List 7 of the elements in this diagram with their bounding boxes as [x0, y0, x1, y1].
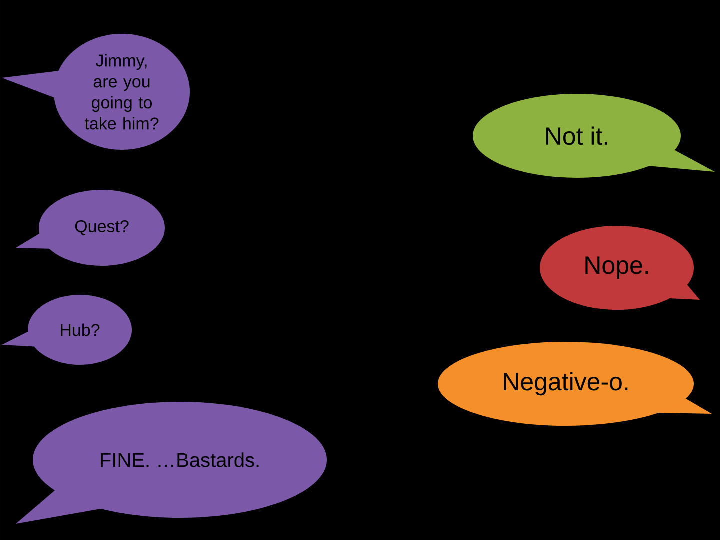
- speech-bubble: Negative-o.: [438, 342, 712, 426]
- speech-bubble: FINE. …Bastards.: [16, 402, 327, 524]
- speech-bubble: Not it.: [473, 94, 715, 178]
- speech-bubble: Nope.: [540, 226, 700, 310]
- speech-bubble: Hub?: [2, 294, 132, 365]
- speech-bubble: Quest?: [16, 190, 165, 266]
- speech-bubble: Jimmy, are you going to take him?: [2, 34, 190, 150]
